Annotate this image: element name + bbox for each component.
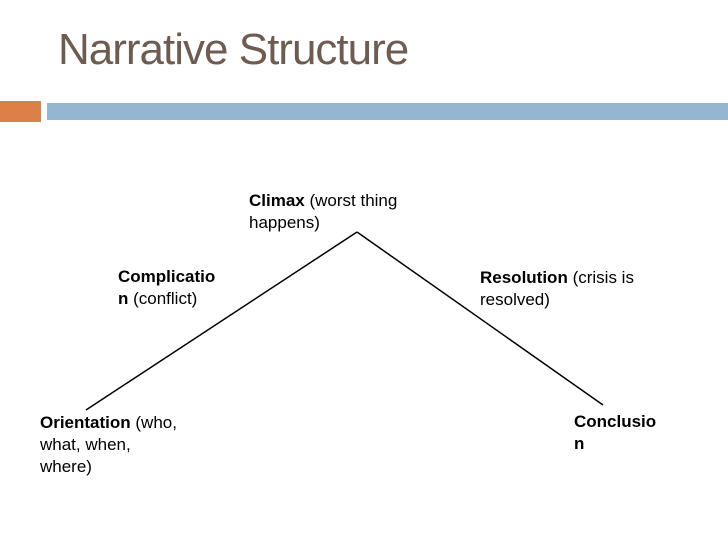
label-climax-term: Climax [249, 191, 305, 210]
label-orientation-line2: what, when, [40, 435, 131, 454]
label-complication-desc: (conflict) [128, 289, 198, 308]
slide-title: Narrative Structure [58, 25, 409, 74]
label-climax-desc: (worst thing [304, 191, 398, 210]
label-orientation-term: Orientation [40, 413, 131, 432]
rising-action-line [85, 231, 358, 411]
label-complication: Complicatio n (conflict) [118, 266, 215, 310]
label-orientation-desc: (who, [130, 413, 177, 432]
label-resolution-line2: resolved) [480, 290, 550, 309]
label-climax: Climax (worst thing happens) [249, 190, 397, 234]
label-resolution-term: Resolution [480, 268, 568, 287]
label-conclusion-line1: Conclusio [574, 412, 657, 431]
label-climax-line1: Climax (worst thing [249, 190, 397, 212]
label-climax-line2: happens) [249, 213, 320, 232]
label-complication-line1: Complicatio [118, 267, 216, 286]
label-resolution-line1: Resolution (crisis is [480, 267, 634, 289]
label-conclusion-line2: n [574, 434, 585, 453]
label-resolution-desc: (crisis is [567, 268, 634, 287]
label-complication-line2: n (conflict) [118, 288, 215, 310]
accent-bar-orange [0, 101, 41, 122]
label-resolution: Resolution (crisis is resolved) [480, 267, 634, 311]
label-conclusion: Conclusio n [574, 411, 656, 455]
label-orientation-line3: where) [40, 457, 92, 476]
accent-bar-blue [47, 103, 728, 120]
falling-action-line [356, 231, 604, 406]
label-orientation-line1: Orientation (who, [40, 412, 177, 434]
label-complication-term: n [118, 289, 129, 308]
label-orientation: Orientation (who, what, when, where) [40, 412, 177, 478]
